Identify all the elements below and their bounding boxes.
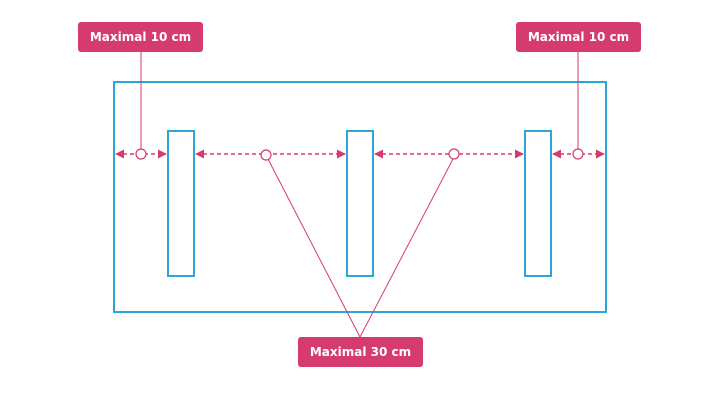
leader-line-bottom-a	[267, 158, 361, 338]
outer-frame	[113, 81, 607, 313]
label-max-30cm: Maximal 30 cm	[298, 337, 423, 367]
anchor-circle-middle-left	[260, 149, 272, 161]
label-max-10cm-left: Maximal 10 cm	[78, 22, 203, 52]
anchor-circle-right	[572, 148, 584, 160]
label-max-10cm-right: Maximal 10 cm	[516, 22, 641, 52]
post-middle	[346, 130, 374, 277]
post-left	[167, 130, 195, 277]
post-right	[524, 130, 552, 277]
anchor-circle-left	[135, 148, 147, 160]
leader-line-bottom-b	[359, 158, 454, 338]
anchor-circle-middle-right	[448, 148, 460, 160]
